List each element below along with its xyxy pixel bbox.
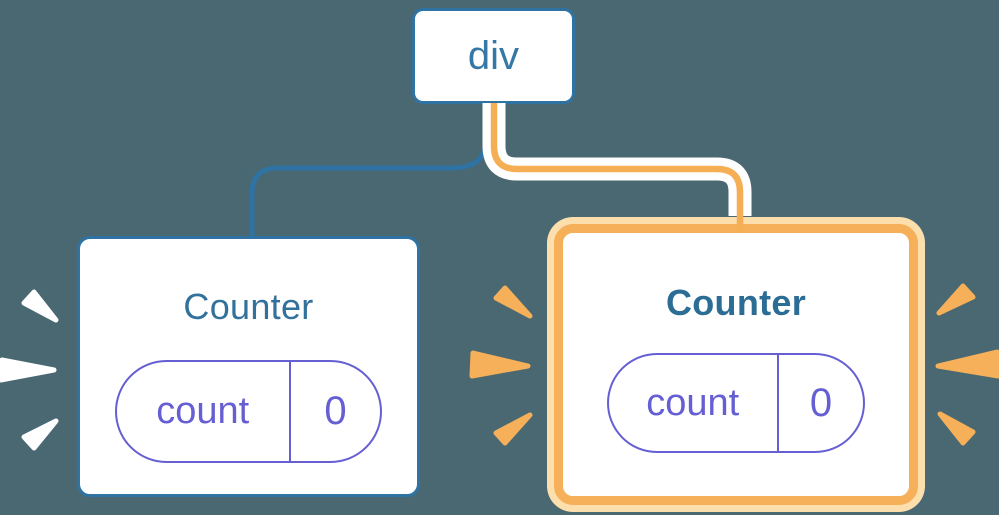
sparkle-icon (469, 350, 531, 379)
counter-card-right-title: Counter (665, 282, 807, 323)
state-pill-right: count 0 (607, 353, 865, 453)
state-pill-left: count 0 (115, 360, 382, 463)
sparkle-icon (935, 349, 999, 379)
sparkle-group-right-card-left (469, 285, 533, 446)
sparkle-icon (937, 411, 976, 446)
root-node-div: div (412, 8, 575, 104)
edge-div-to-left-counter (249, 127, 491, 239)
sparkle-icon (0, 357, 57, 383)
sparkle-icon (936, 283, 976, 316)
counter-card-right: Counter count 0 (554, 224, 918, 505)
sparkle-icon (21, 289, 59, 323)
counter-card-left: Counter count 0 (77, 236, 420, 497)
sparkle-group-left-card (0, 289, 59, 451)
state-key-label: count (646, 381, 740, 424)
edge-div-to-right-counter (490, 103, 744, 232)
root-node-label: div (467, 33, 520, 78)
sparkle-icon (493, 412, 533, 446)
sparkle-icon (493, 285, 533, 319)
state-key-label: count (156, 390, 250, 432)
pill-divider (776, 355, 779, 451)
sparkle-icon (21, 418, 59, 451)
pill-divider (288, 362, 291, 461)
counter-card-left-title: Counter (183, 286, 314, 327)
state-value: 0 (809, 380, 833, 425)
edge-div-to-right-counter-casing (482, 103, 752, 216)
counter-card-right-highlight-ring: Counter count 0 (547, 217, 925, 512)
sparkle-group-right-card-right (935, 283, 999, 446)
state-value: 0 (324, 389, 347, 433)
